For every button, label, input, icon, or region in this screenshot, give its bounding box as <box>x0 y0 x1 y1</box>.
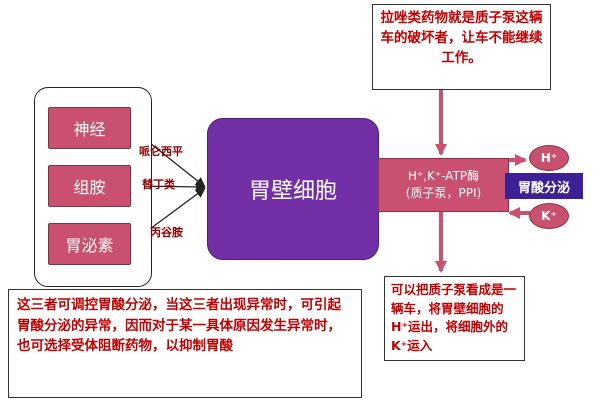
acid-secretion: 胃酸分泌 <box>505 173 583 199</box>
parietal-cell-label: 胃壁细胞 <box>248 179 337 204</box>
ion-k: K⁺ <box>529 203 569 229</box>
regulator-histamine: 组胺 <box>48 165 131 207</box>
drug-pirenzepine: 哌仑西平 <box>139 145 183 158</box>
regulator-nerve: 神经 <box>48 107 131 149</box>
note-ppi: 拉唑类药物就是质子泵这辆车的破坏者，让车不能继续工作。 <box>372 4 551 90</box>
drug-tidine: 替丁类 <box>142 178 175 191</box>
note-pump-analogy: 可以把质子泵看成是一辆车，将胃壁细胞的H⁺运出，将细胞外的K⁺运入 <box>384 276 525 361</box>
ion-h: H⁺ <box>529 145 569 171</box>
regulator-gastrin: 胃泌素 <box>48 223 131 265</box>
proton-pump: H⁺,K⁺-ATP酶 (质子泵，PPI) <box>378 158 509 212</box>
parietal-cell: 胃壁细胞 <box>207 118 379 260</box>
note-regulators: 这三者可调控胃酸分泌，当这三者出现异常时，可引起胃酸分泌的异常，因而对于某一具体… <box>8 289 362 398</box>
drug-proglumide: 丙谷胺 <box>150 226 183 239</box>
pump-line2: (质子泵，PPI) <box>405 186 482 200</box>
pump-line1: H⁺,K⁺-ATP酶 <box>407 169 480 183</box>
